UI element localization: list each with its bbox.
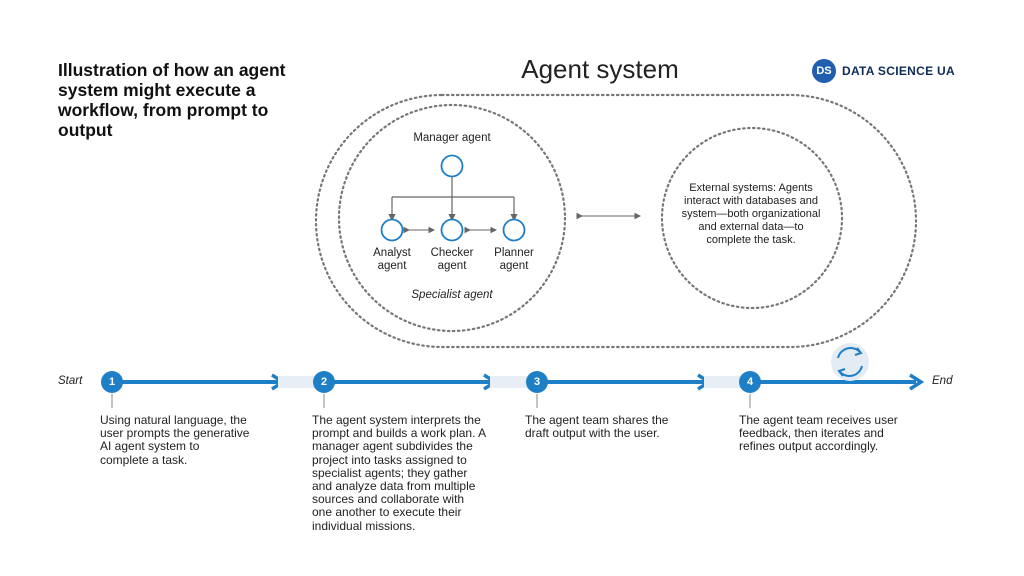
planner-agent-label: Planner agent [494,247,534,272]
agent-team-boundary [337,103,567,333]
step-1-badge: 1 [101,371,123,393]
planner-agent-node [502,218,526,242]
timeline-start-label: Start [58,375,83,387]
checker-agent-label: Checker agent [430,247,474,272]
agent-system-title: Agent system [521,54,679,84]
manager-agent-label: Manager agent [413,132,491,144]
step-2-text: The agent system interprets the prompt a… [312,413,486,533]
brand-name: DATA SCIENCE UA [842,64,955,78]
step-4-text: The agent team receives user feedback, t… [739,413,898,454]
checker-agent-node [440,218,464,242]
agent-system-boundary [314,93,918,349]
step-3-text: The agent team shares the draft output w… [525,413,669,441]
external-systems-boundary [660,126,844,310]
brand-logo: DS DATA SCIENCE UA [812,58,955,84]
timeline-end-label: End [932,375,953,387]
manager-agent-node [440,154,464,178]
external-systems-text: External systems: Agents interact with d… [681,182,821,246]
step-3-badge: 3 [526,371,548,393]
page-title: Illustration of how an agent system migh… [58,60,286,140]
brand-mark-icon: DS [812,59,836,83]
analyst-agent-label: Analyst agent [373,247,411,272]
step-2-badge: 2 [313,371,335,393]
refresh-cycle-icon [831,343,869,381]
analyst-agent-node [380,218,404,242]
specialist-agent-label: Specialist agent [411,289,493,301]
step-4-badge: 4 [739,371,761,393]
step-1-text: Using natural language, the user prompts… [100,413,250,467]
